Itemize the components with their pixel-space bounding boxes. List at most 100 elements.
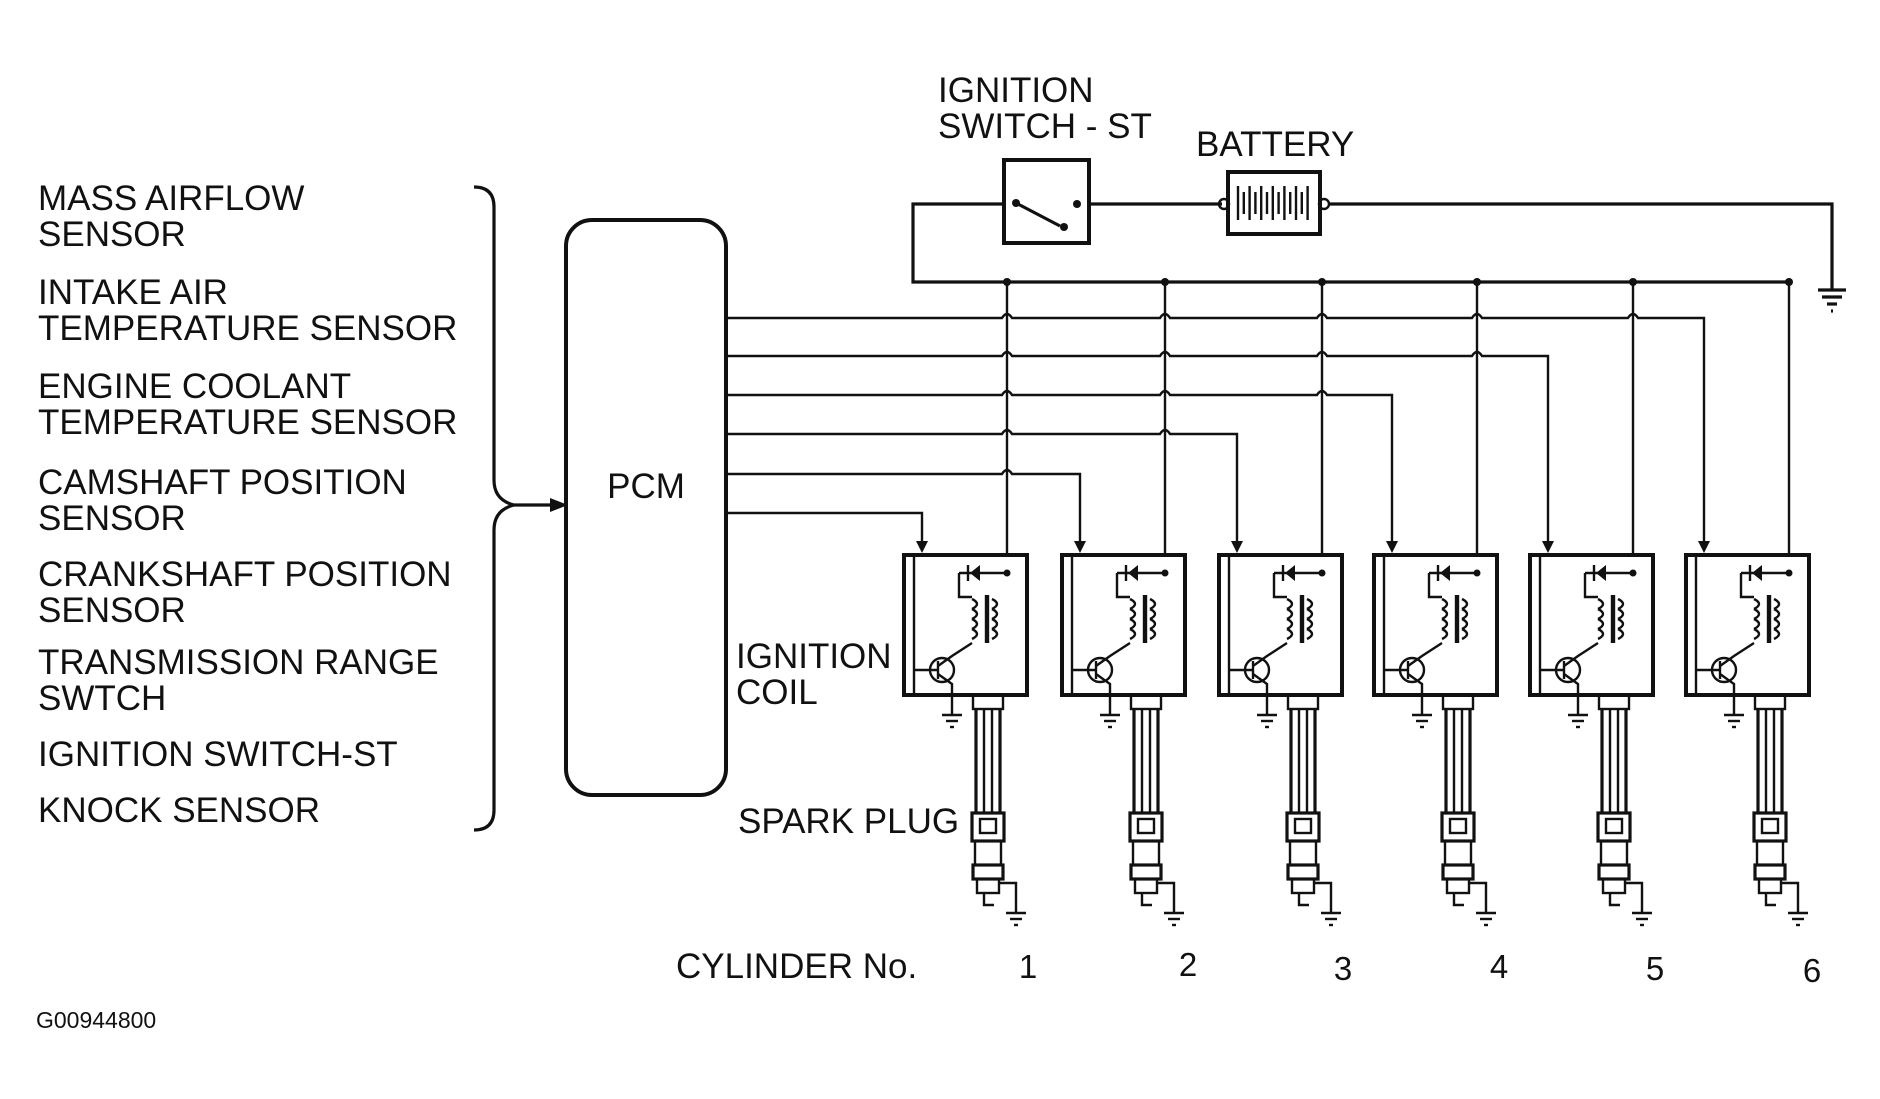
diode-dot <box>1473 569 1481 577</box>
spark-plug-icon <box>1128 811 1184 927</box>
coil-boot <box>1441 693 1475 711</box>
primary-winding <box>971 597 979 611</box>
input-label-line: CAMSHAFT POSITION <box>38 463 407 502</box>
ignition-coil-box <box>1528 553 1655 697</box>
diode-icon <box>1128 565 1138 581</box>
transistor-collector-wire <box>1095 641 1131 667</box>
primary-winding <box>971 627 979 641</box>
ignition-coil-label: IGNITION COIL <box>736 637 901 712</box>
diode-dot <box>1318 569 1326 577</box>
plug-insulator <box>1293 817 1313 835</box>
input-label-line: MASS AIRFLOW <box>38 179 304 218</box>
pcm-signal-wire <box>726 350 1550 543</box>
input-label-line: ENGINE COOLANT <box>38 367 351 406</box>
bus-junction-dot <box>1318 278 1326 286</box>
battery-terminal-left <box>1217 197 1231 211</box>
plug-body <box>1131 839 1161 867</box>
plug-insulator <box>1760 817 1780 835</box>
plug-insulator <box>978 817 998 835</box>
transistor-emitter-wire <box>1095 673 1112 715</box>
plug-ground-wire <box>1314 881 1333 913</box>
ignition-coil-box <box>902 553 1029 697</box>
coil-boot <box>1753 693 1787 711</box>
secondary-winding <box>1149 617 1157 631</box>
diode-icon <box>1285 565 1295 581</box>
plug-body <box>1755 839 1785 867</box>
transistor-emitter-wire <box>1252 673 1269 715</box>
secondary-winding <box>1773 597 1781 611</box>
secondary-winding <box>1617 617 1625 631</box>
cylinder-circuit <box>726 278 1029 927</box>
transistor-collector-wire <box>1563 641 1599 667</box>
input-label-line: KNOCK SENSOR <box>38 791 320 830</box>
secondary-winding <box>1149 607 1157 621</box>
plug-body <box>973 839 1003 867</box>
plug-electrode <box>1140 893 1152 907</box>
plug-thread <box>1133 877 1159 895</box>
secondary-winding <box>991 627 999 641</box>
battery-label: BATTERY <box>1196 125 1354 164</box>
plug-thread <box>1601 877 1627 895</box>
plug-ground-wire <box>1157 881 1176 913</box>
transistor-emitter-wire <box>1407 673 1424 715</box>
plug-electrode <box>1297 893 1309 907</box>
coil-boot <box>1597 693 1631 711</box>
plug-thread <box>1757 877 1783 895</box>
plug-insulator <box>1136 817 1156 835</box>
plug-terminal <box>1752 811 1788 843</box>
plug-hex <box>971 863 1005 881</box>
diode-icon <box>1752 565 1762 581</box>
signal-arrowhead <box>916 541 928 553</box>
primary-winding <box>1129 607 1137 621</box>
ignition-switch-terminal-left <box>1012 199 1020 207</box>
signal-arrowhead <box>1698 541 1710 553</box>
ignition-switch-contact <box>1015 201 1061 228</box>
primary-winding <box>1597 607 1605 621</box>
plug-electrode <box>1608 893 1620 907</box>
primary-winding <box>1597 627 1605 641</box>
input-label-line: SENSOR <box>38 591 186 630</box>
secondary-winding <box>1617 607 1625 621</box>
spark-plug-icon <box>1596 811 1652 927</box>
plug-hex <box>1753 863 1787 881</box>
spark-plug-icon <box>970 811 1026 927</box>
secondary-winding <box>1306 597 1314 611</box>
ignition-circuits <box>726 278 1811 927</box>
battery-cells <box>1236 186 1309 220</box>
diode-icon <box>1440 565 1450 581</box>
cylinder-circuit <box>726 278 1499 927</box>
power-bus-wire <box>911 202 1790 284</box>
plug-terminal <box>1285 811 1321 843</box>
primary-winding <box>1129 617 1137 631</box>
plug-thread <box>975 877 1001 895</box>
transistor-collector-wire <box>1719 641 1755 667</box>
coil-boot <box>1129 693 1163 711</box>
plug-body <box>1599 839 1629 867</box>
primary-winding <box>1441 627 1449 641</box>
transistor-collector-wire <box>1252 641 1288 667</box>
primary-wire <box>1583 573 1598 599</box>
signal-arrowhead <box>1074 541 1086 553</box>
cylinder-circuit <box>726 278 1344 927</box>
diode-dot <box>1785 569 1793 577</box>
transistor-emitter-wire <box>937 673 954 715</box>
cylinder-number: 2 <box>1179 946 1197 983</box>
coil-boot <box>1286 693 1320 711</box>
ignition-coil-box <box>1684 553 1811 697</box>
primary-winding <box>1441 597 1449 611</box>
input-label-line: SENSOR <box>38 499 186 538</box>
primary-winding <box>1441 617 1449 631</box>
secondary-winding <box>1306 617 1314 631</box>
input-label-line: INTAKE AIR <box>38 273 228 312</box>
ignition-switch-terminal-right <box>1073 200 1081 208</box>
ignition-coil-box <box>1372 553 1499 697</box>
battery-to-ground-wire <box>1329 202 1834 290</box>
plug-hex <box>1597 863 1631 881</box>
plug-hex <box>1286 863 1320 881</box>
plug-body <box>1288 839 1318 867</box>
spark-plug-icon <box>1440 811 1496 927</box>
